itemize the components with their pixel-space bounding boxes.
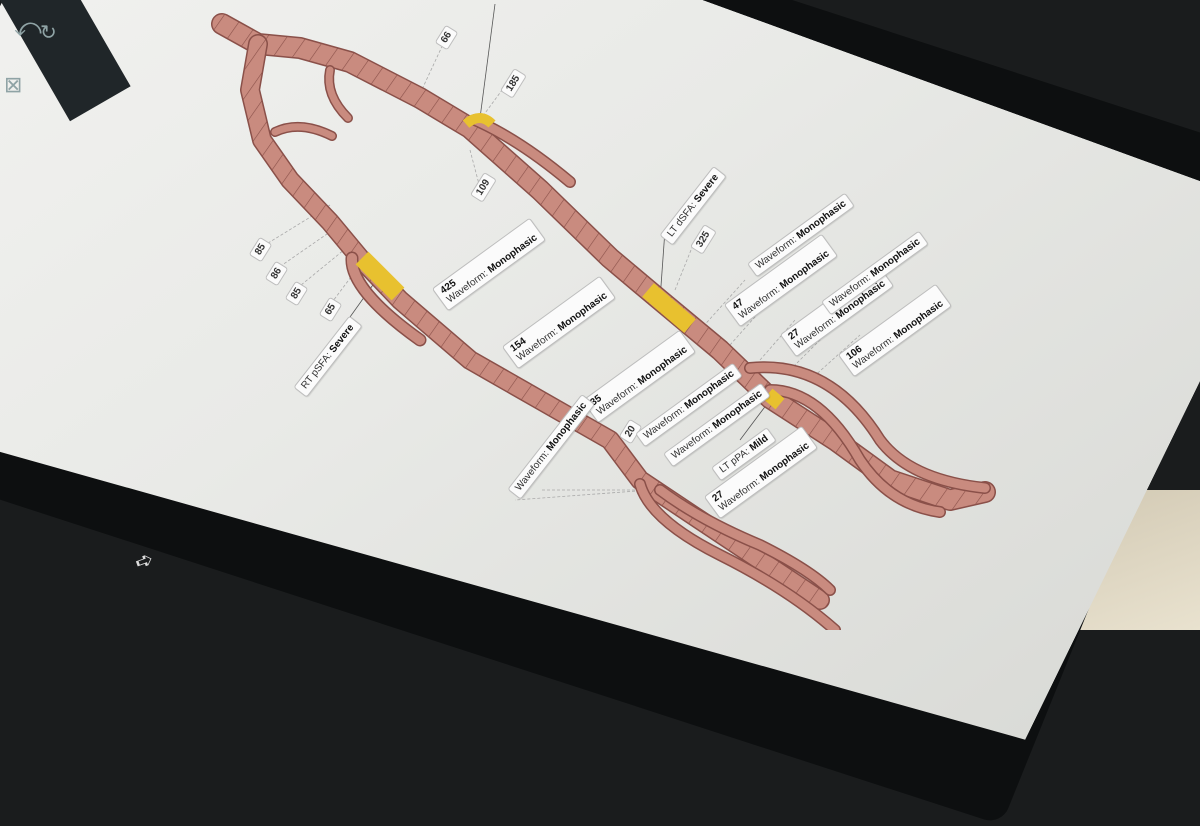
reset-icon[interactable]: ⤺ [14, 12, 42, 42]
rotate-icon[interactable]: ↻ [40, 22, 57, 44]
stenosis-marker [462, 113, 496, 128]
vessels [211, 13, 996, 630]
stenosis-marker [355, 251, 405, 301]
stenosis-marker [642, 283, 696, 333]
stenosis-markers [355, 113, 785, 410]
grid-icon[interactable]: ⊠ [4, 72, 23, 97]
vascular-map-panel: ⤺ ↻ ⊠ [0, 0, 996, 630]
artery-diagram [211, 3, 996, 630]
